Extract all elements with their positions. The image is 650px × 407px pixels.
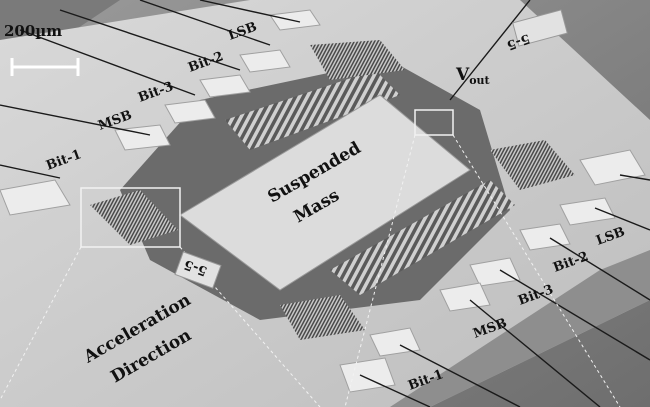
inset-box-right — [414, 109, 454, 136]
fine-comb-right — [490, 140, 575, 190]
inset-box-left — [80, 187, 181, 248]
die-edge — [390, 250, 650, 407]
projection-lines — [0, 134, 621, 407]
fine-comb-upper — [310, 40, 405, 80]
comb-drive-bottom — [330, 180, 515, 295]
comb-drive-top — [225, 70, 400, 150]
scale-bar-label: 200µm — [4, 22, 62, 40]
vout-label: Vout — [455, 65, 491, 87]
die-mark-plate-top — [512, 9, 568, 47]
die-mark-plate-bottom — [174, 251, 222, 289]
fine-comb-left — [90, 190, 178, 245]
suspended-mass — [179, 94, 471, 291]
fine-comb-lower — [280, 295, 365, 340]
